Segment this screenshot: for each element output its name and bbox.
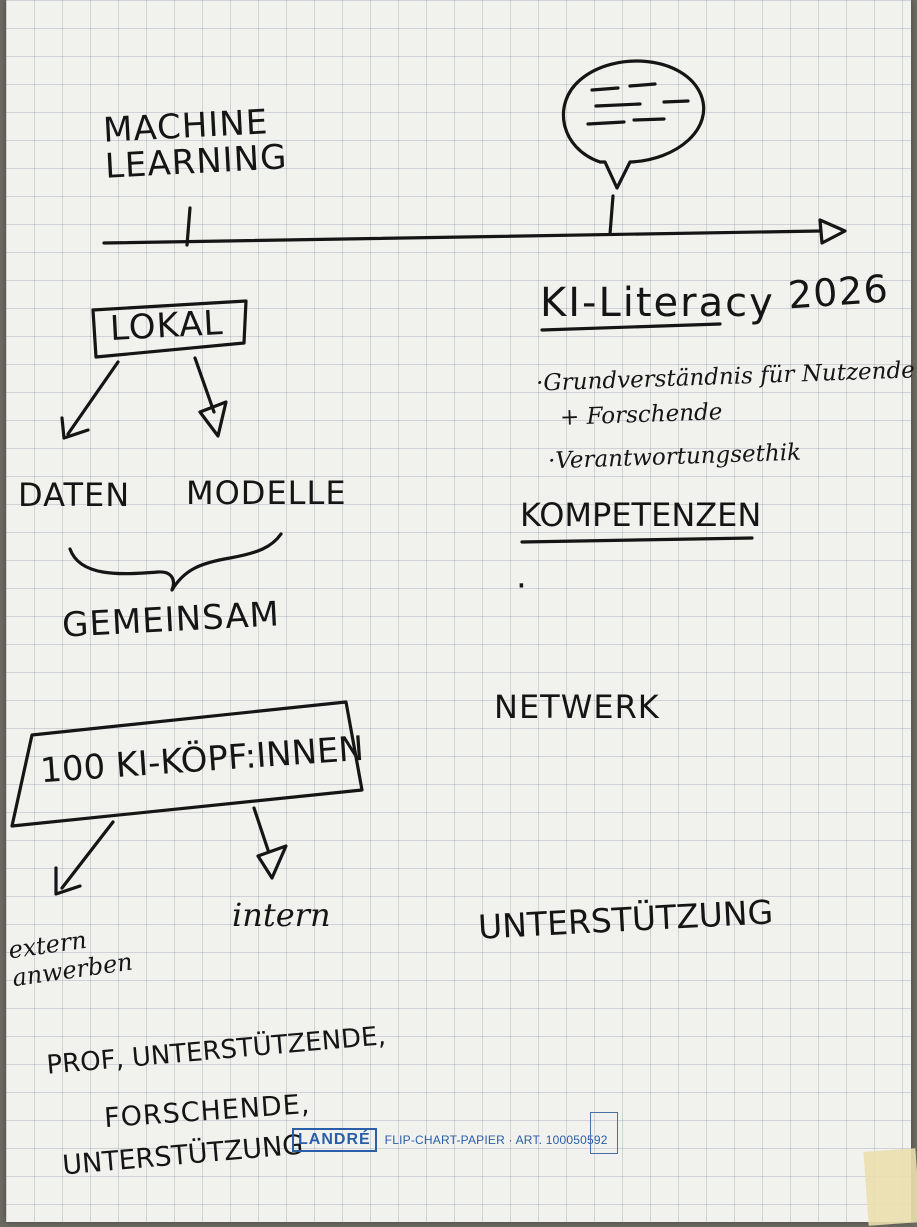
intern-label: intern	[232, 896, 331, 934]
tape-strip	[863, 1148, 917, 1226]
bubble-dash	[586, 120, 626, 126]
timeline-arrow-icon	[818, 218, 847, 245]
ki-koepfe-box	[10, 700, 364, 828]
ki-literacy-title: KI-Literacy	[540, 280, 775, 326]
curly-brace-icon	[68, 532, 283, 592]
speech-bubble-icon	[561, 59, 706, 190]
bubble-dash	[628, 82, 657, 88]
paper-label: FLIP-CHART-PAPIER · ART. 100050592	[384, 1133, 608, 1147]
arrow-to-modelle	[193, 356, 216, 414]
lokal-label: LOKAL	[109, 303, 225, 349]
printed-brand-strip: LANDRÉ FLIP-CHART-PAPIER · ART. 10005059…	[292, 1128, 608, 1152]
timeline-line	[102, 229, 822, 245]
bubble-dash	[632, 117, 666, 122]
kompetenzen-label: KOMPETENZEN	[520, 496, 762, 534]
daten-label: DATEN	[18, 476, 131, 514]
machine-learning-label: MACHINE LEARNING	[102, 102, 289, 187]
flipchart-paper	[6, 0, 911, 1222]
arrow-to-intern	[252, 806, 270, 852]
bubble-dash	[662, 99, 690, 104]
arrow-icon	[60, 416, 90, 440]
arrow-to-daten	[66, 360, 120, 436]
timeline-tick-2026	[608, 194, 615, 236]
year-label: 2026	[786, 266, 891, 318]
timeline-tick-ml	[185, 206, 192, 247]
underline-ki-literacy	[540, 322, 722, 332]
bubble-dash	[590, 86, 620, 92]
arrow-to-extern	[60, 820, 115, 890]
eco-label-icon	[590, 1112, 618, 1154]
brand-logo: LANDRÉ	[292, 1128, 377, 1152]
netwerk-label: NETWERK	[494, 688, 660, 726]
lokal-box	[91, 299, 248, 359]
empty-bullet: ·	[516, 566, 528, 606]
modelle-label: MODELLE	[186, 474, 347, 512]
underline-kompetenzen	[520, 536, 754, 544]
arrow-icon	[256, 844, 288, 880]
arrow-icon	[198, 400, 228, 438]
arrow-icon	[54, 866, 82, 896]
bubble-dash	[594, 102, 642, 108]
